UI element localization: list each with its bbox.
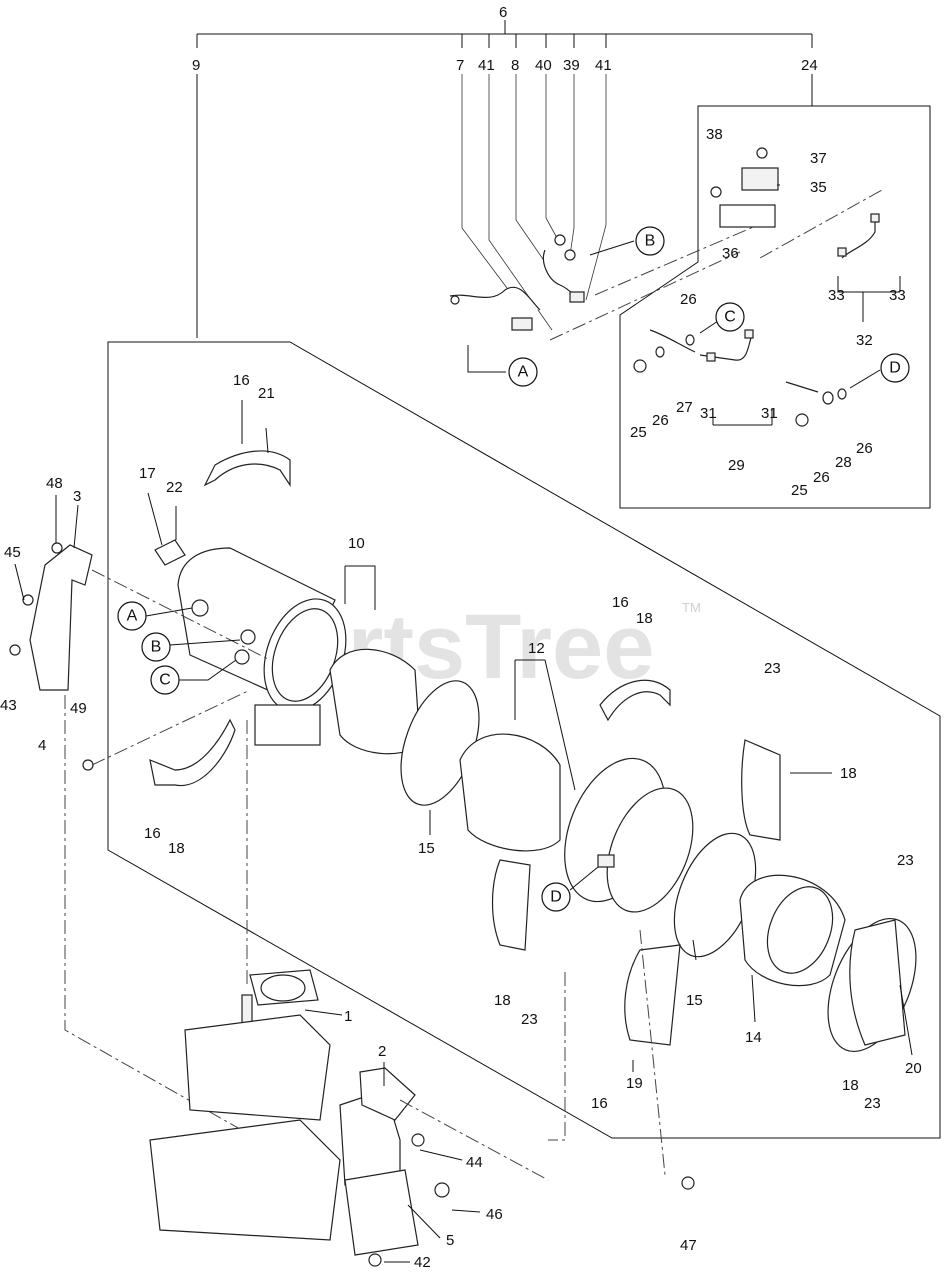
- label-40: 40: [535, 57, 552, 74]
- svg-text:B: B: [645, 233, 656, 250]
- label-16-b: 16: [612, 594, 629, 611]
- label-23-c: 23: [521, 1011, 538, 1028]
- svg-text:D: D: [889, 360, 901, 377]
- label-16-a: 16: [233, 372, 250, 389]
- label-33-b: 33: [889, 287, 906, 304]
- label-9: 9: [192, 57, 200, 74]
- label-31-a: 31: [700, 405, 717, 422]
- label-24: 24: [801, 57, 818, 74]
- callout-b-top: B: [635, 226, 665, 256]
- label-29: 29: [728, 457, 745, 474]
- label-16-d: 16: [591, 1095, 608, 1112]
- top-bracket: [196, 20, 813, 338]
- label-38: 38: [706, 126, 723, 143]
- label-3: 3: [73, 488, 81, 505]
- label-26-c: 26: [856, 440, 873, 457]
- sensor-harness: [449, 74, 759, 373]
- label-49: 49: [70, 700, 87, 717]
- left-brackets: [9, 542, 331, 1181]
- label-25-b: 25: [791, 482, 808, 499]
- label-23-d: 23: [864, 1095, 881, 1112]
- label-18-c: 18: [168, 840, 185, 857]
- label-15-a: 15: [418, 840, 435, 857]
- label-15-b: 15: [686, 992, 703, 1009]
- svg-text:B: B: [151, 639, 162, 656]
- label-1: 1: [344, 1008, 352, 1025]
- part-labels: 6 9 7 41 8 40 39 41 24 38 37 35 36 33 33…: [0, 4, 922, 1271]
- label-leaders: [14, 400, 913, 1263]
- callout-c-body: C: [150, 659, 237, 695]
- label-42: 42: [414, 1254, 431, 1271]
- svg-text:D: D: [550, 889, 562, 906]
- label-28: 28: [835, 454, 852, 471]
- label-37: 37: [810, 150, 827, 167]
- watermark-tm: TM: [682, 600, 701, 615]
- label-45: 45: [4, 544, 21, 561]
- label-43: 43: [0, 697, 17, 714]
- svg-text:A: A: [518, 364, 529, 381]
- label-21: 21: [258, 385, 275, 402]
- label-27: 27: [676, 399, 693, 416]
- callout-c-top: C: [715, 302, 745, 332]
- svg-text:C: C: [159, 672, 171, 689]
- label-6: 6: [499, 4, 507, 21]
- sensor-kit-outline: [619, 105, 931, 509]
- dpf-assembly-outline: [107, 341, 941, 1139]
- label-48: 48: [46, 475, 63, 492]
- label-26-b: 26: [652, 412, 669, 429]
- label-25-a: 25: [630, 424, 647, 441]
- sensor-kit-parts: [633, 147, 883, 427]
- callout-a-top: A: [508, 357, 538, 387]
- label-36: 36: [722, 245, 739, 262]
- label-4: 4: [38, 737, 46, 754]
- label-19: 19: [626, 1075, 643, 1092]
- label-8: 8: [511, 57, 519, 74]
- label-32: 32: [856, 332, 873, 349]
- label-23-a: 23: [764, 660, 781, 677]
- label-33-a: 33: [828, 287, 845, 304]
- label-10: 10: [348, 535, 365, 552]
- callout-d-body: D: [541, 866, 599, 912]
- lower-parts: [149, 720, 695, 1267]
- label-46: 46: [486, 1206, 503, 1223]
- inset-leaders: [589, 240, 901, 426]
- callout-b-body: B: [141, 632, 241, 662]
- label-39: 39: [563, 57, 580, 74]
- label-14: 14: [745, 1029, 762, 1046]
- label-23-b: 23: [897, 852, 914, 869]
- label-7: 7: [456, 57, 464, 74]
- callout-a-body: A: [117, 601, 193, 631]
- label-18-b: 18: [840, 765, 857, 782]
- label-35: 35: [810, 179, 827, 196]
- label-12: 12: [528, 640, 545, 657]
- label-22: 22: [166, 479, 183, 496]
- label-17: 17: [139, 465, 156, 482]
- label-26-a: 26: [680, 291, 697, 308]
- label-18-d: 18: [494, 992, 511, 1009]
- label-41-a: 41: [478, 57, 495, 74]
- label-5: 5: [446, 1232, 454, 1249]
- label-26-d: 26: [813, 469, 830, 486]
- label-16-c: 16: [144, 825, 161, 842]
- label-18-e: 18: [842, 1077, 859, 1094]
- svg-text:C: C: [724, 309, 736, 326]
- callout-d-top: D: [880, 353, 910, 383]
- svg-text:A: A: [127, 608, 138, 625]
- dpf-parts: [149, 450, 917, 1053]
- label-31-b: 31: [761, 405, 778, 422]
- label-41-b: 41: [595, 57, 612, 74]
- label-47: 47: [680, 1237, 697, 1254]
- label-2: 2: [378, 1043, 386, 1060]
- label-18-a: 18: [636, 610, 653, 627]
- label-20: 20: [905, 1060, 922, 1077]
- label-44: 44: [466, 1154, 483, 1171]
